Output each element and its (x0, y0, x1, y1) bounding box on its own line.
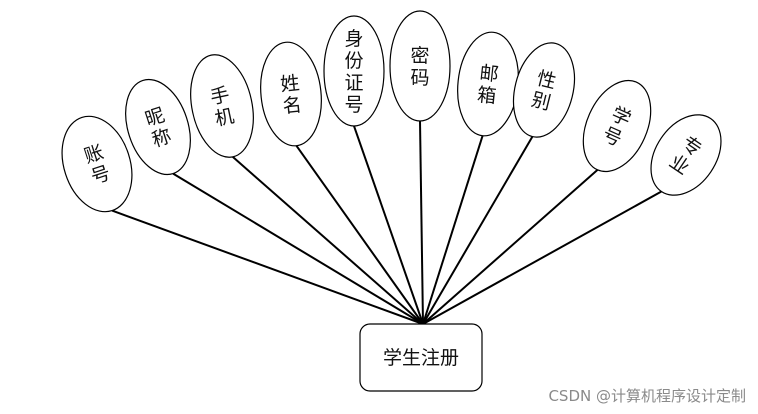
attribute-ellipse-password (389, 10, 451, 122)
attribute-label-idcard: 身份证号 (344, 28, 363, 116)
entity-label: 学生注册 (383, 347, 459, 369)
connector-major (422, 190, 662, 325)
attribute-gender: 性别 (512, 42, 576, 138)
attribute-ellipse-account (61, 115, 133, 213)
attribute-label-email: 邮箱 (476, 62, 500, 108)
attribute-major: 专业 (650, 114, 722, 196)
attribute-email: 邮箱 (457, 31, 519, 137)
attribute-ellipse-idcard (323, 15, 385, 127)
connector-nickname (172, 172, 424, 325)
connector-email (422, 135, 484, 325)
attribute-student-id: 学号 (582, 79, 652, 173)
entity-rect (359, 323, 483, 392)
attribute-password: 密码 (389, 10, 451, 122)
attribute-ellipse-name (260, 41, 322, 147)
connector-lines (111, 120, 662, 325)
connector-name (295, 145, 424, 325)
attribute-ellipse-nickname (125, 78, 191, 176)
connector-idcard (353, 125, 424, 325)
attribute-label-password: 密码 (410, 45, 429, 89)
attribute-idcard: 身份证号 (323, 15, 385, 127)
attribute-ellipses: 账号昵称手机姓名 身份证号 密码 邮箱性别学号专业 (61, 10, 722, 213)
attribute-name: 姓名 (260, 41, 322, 147)
connector-password (419, 120, 424, 325)
attribute-label-name: 姓名 (279, 72, 303, 118)
attribute-nickname: 昵称 (125, 78, 191, 176)
attribute-account: 账号 (61, 115, 133, 213)
entity-box: 学生注册 (359, 323, 483, 392)
attribute-ellipse-phone (190, 54, 254, 158)
attribute-ellipse-major (650, 114, 722, 196)
attribute-phone: 手机 (190, 54, 254, 158)
connector-phone (232, 156, 424, 325)
watermark: CSDN @计算机程序设计定制 (548, 387, 746, 405)
connector-student-id (422, 169, 599, 325)
attribute-label-phone: 手机 (208, 83, 236, 130)
connector-account (111, 209, 424, 325)
attribute-label-gender: 性别 (529, 67, 558, 114)
connector-gender (422, 136, 534, 325)
attribute-ellipse-gender (512, 42, 576, 138)
